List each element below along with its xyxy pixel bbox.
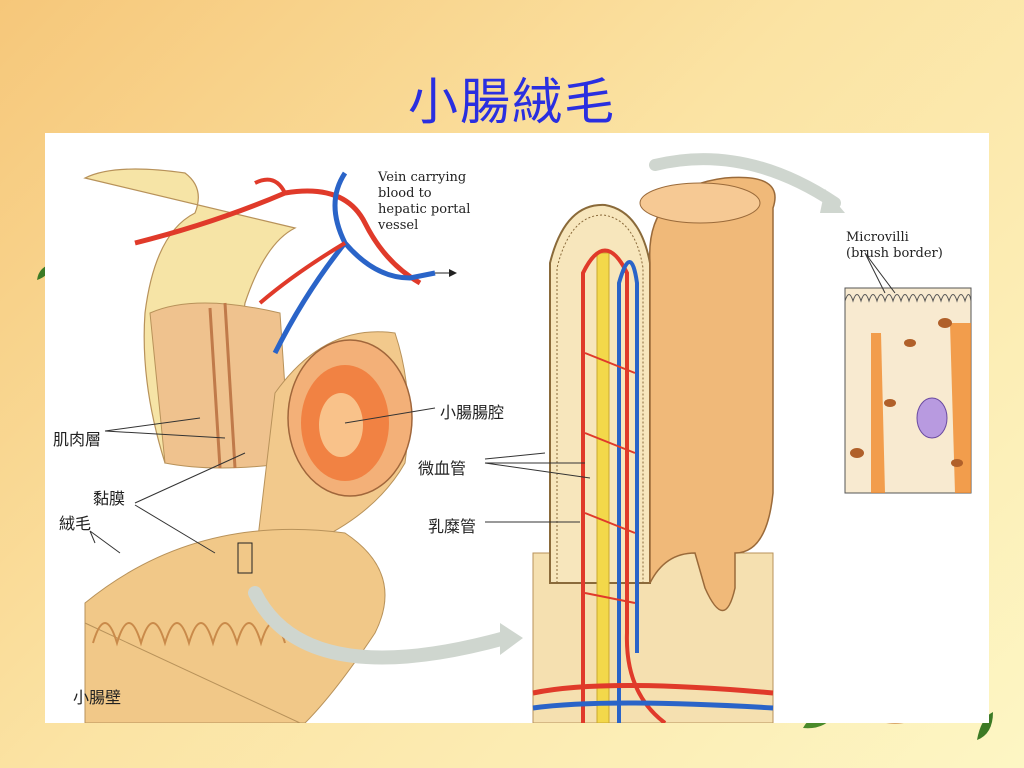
villus-drawing [532,176,776,723]
small-intestine-drawing [83,168,457,723]
microvilli-cell-drawing [844,287,972,494]
lacteal-label: 乳糜管 [428,517,477,536]
mucosa-label: 黏膜 [93,489,126,508]
intestinal-wall-label: 小腸壁 [73,688,122,707]
muscle-layer-label: 肌肉層 [53,430,102,449]
villi-figure: Vein carrying blood to hepatic portal ve… [45,133,989,723]
villi-label: 絨毛 [59,514,92,533]
slide-title: 小腸絨毛 [408,73,616,131]
microvilli-label: Microvilli (brush border) [846,230,943,261]
lumen-label: 小腸腸腔 [440,403,505,422]
vein-carrying-label: Vein carrying blood to hepatic portal ve… [378,170,471,233]
villi-illustration [83,153,972,723]
capillary-label: 微血管 [418,459,467,478]
